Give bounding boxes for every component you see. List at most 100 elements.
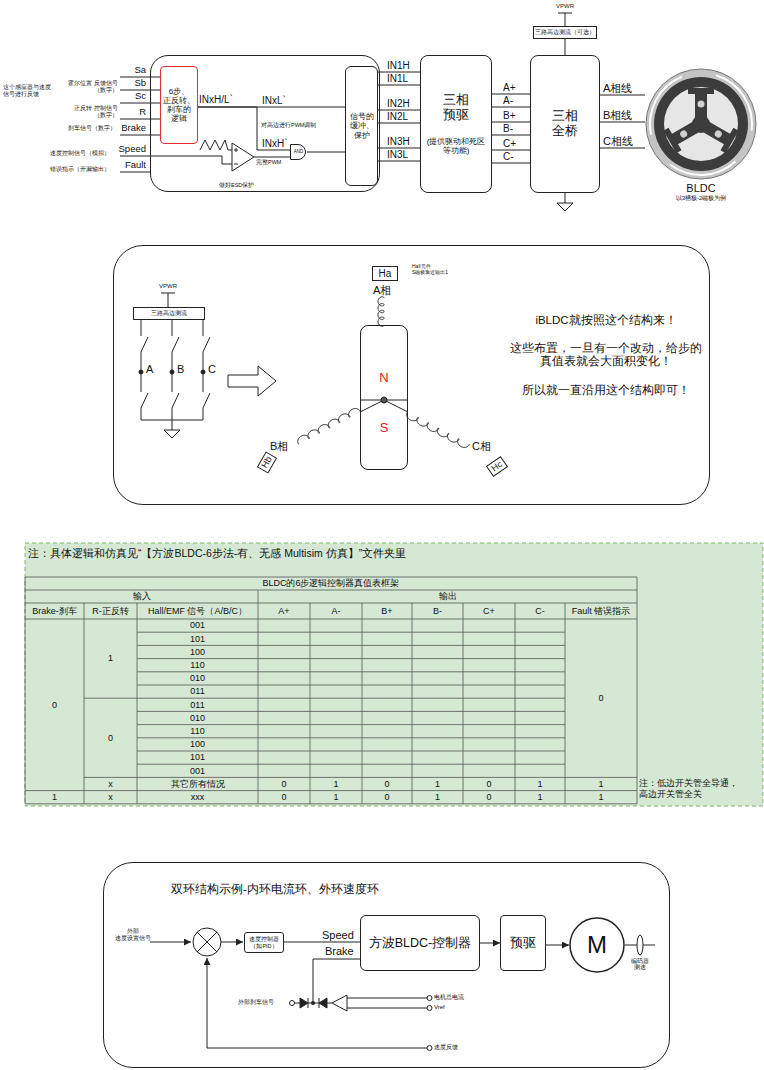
table-cell: 1	[598, 792, 603, 802]
label-wrap: 其它所有情况	[137, 777, 258, 790]
table-grid	[84, 603, 85, 804]
table-cell: C+	[483, 606, 495, 616]
text-wrap: 做好ESD保护	[219, 182, 254, 188]
table-cell: 1	[108, 653, 113, 663]
table-cell: 0	[384, 792, 389, 802]
text-wrap: Hb	[260, 455, 275, 470]
coil-winding	[407, 412, 469, 447]
table-cell: 1	[52, 792, 57, 802]
table-cell: 0	[281, 792, 286, 802]
label-wrap: 0	[84, 698, 137, 777]
rotor-detail	[360, 397, 408, 412]
connector	[565, 39, 566, 55]
signal-label: A相线	[603, 82, 632, 95]
table-cell: x	[108, 792, 113, 802]
connector	[284, 942, 360, 943]
node-text: M	[587, 931, 607, 959]
node-text: Hc	[490, 459, 505, 474]
note-panel: iBLDC就按照这个结构来！这些布置，一旦有一个改动，给步的 真值表就会大面积变…	[113, 245, 710, 505]
table-grid	[412, 603, 413, 804]
table-cell: 101	[190, 634, 205, 644]
node-text: 三相 预驱	[441, 93, 471, 123]
predriver-box: 预驱	[500, 915, 546, 971]
connector	[600, 122, 645, 123]
and-gate: AND	[290, 144, 307, 160]
label-wrap: C-	[503, 151, 514, 163]
label-wrap: INxL`	[262, 95, 286, 107]
terminal-pin	[427, 996, 432, 1001]
label-wrap: A-	[310, 603, 362, 619]
signal-label: C相线	[603, 135, 633, 148]
table-cell: 100	[190, 739, 205, 749]
table-cell: x	[108, 779, 113, 789]
bldc-motor-outline	[664, 87, 738, 161]
label-wrap: VPWR	[153, 283, 183, 290]
signal-label: C+	[503, 138, 516, 150]
text-wrap: 以3槽极-2磁极为例	[676, 195, 727, 202]
label-wrap: 输入	[25, 590, 258, 603]
table-grid	[137, 603, 138, 804]
ground-symbol	[164, 193, 573, 438]
node-text: Hb	[260, 455, 275, 470]
label-wrap: 对高边进行PWM调制	[261, 122, 316, 128]
label-wrap: A相线	[603, 82, 632, 95]
node-text: 6步、 正反转、 刹车的 逻辑	[163, 87, 195, 124]
table-grid	[25, 619, 637, 620]
label-wrap: Speed	[322, 929, 354, 942]
label-wrap: 1	[565, 791, 637, 804]
coil-winding	[378, 297, 384, 326]
label-wrap: A-	[503, 95, 513, 107]
label-wrap: A+	[503, 82, 516, 94]
text-wrap: 速度控制器 （如PID）	[245, 936, 283, 949]
table-cell: 0	[384, 779, 389, 789]
label-wrap: C相线	[603, 135, 633, 148]
node-text: BLDC	[686, 182, 715, 195]
connector	[378, 85, 420, 86]
sawtooth-symbol	[200, 140, 232, 150]
label-wrap: VPWR	[550, 3, 580, 10]
signal-label: A-	[503, 95, 513, 107]
label-wrap: IN1H	[387, 60, 410, 72]
bldc-motor-outline	[654, 77, 748, 171]
label-wrap: 011	[137, 685, 258, 698]
label-wrap: 错误指示（开漏输出）	[46, 166, 110, 173]
annotation-label: 外部刹车信号	[238, 999, 274, 1006]
bldc-motor-outline	[645, 68, 757, 180]
table-grid	[137, 645, 565, 646]
signal-label: IN1L	[387, 73, 408, 85]
annotation-label: 电机总电流	[434, 994, 464, 1001]
label-wrap: IN3H	[387, 136, 410, 148]
label-wrap: Brake	[100, 123, 146, 134]
annotation-label: 完整PWM	[256, 159, 281, 165]
table-cell: 001	[190, 620, 205, 630]
table-grid	[137, 685, 565, 686]
node-text: iBLDC就按照这个结构来！	[506, 314, 706, 327]
label-wrap: 编码器 测速	[629, 958, 651, 971]
signal-label: C-	[503, 151, 514, 163]
label-wrap: 1	[565, 777, 637, 790]
label-wrap: 速度控制信号（模拟）	[46, 150, 110, 157]
label-wrap: 101	[137, 751, 258, 764]
table-cell: 1	[537, 779, 542, 789]
node-text: Ha	[379, 268, 392, 280]
node-text: 预驱	[510, 936, 536, 950]
bldc-motor-outline	[646, 69, 756, 179]
label-wrap: 电机总电流	[434, 994, 464, 1001]
text-wrap: 双环结构示例-内环电流环、外环速度环	[171, 883, 379, 896]
label-wrap: Vref	[434, 1004, 445, 1011]
text-wrap: iBLDC就按照这个结构来！	[506, 314, 706, 327]
annotation-label: R	[100, 107, 146, 118]
table-grid	[25, 577, 637, 578]
label-wrap: Sa	[100, 65, 146, 76]
label-wrap: 010	[137, 711, 258, 724]
bldc-motor-outline	[679, 129, 689, 139]
text-wrap: 所以就一直沿用这个结构即可！	[506, 384, 706, 397]
connector	[378, 110, 420, 111]
signal-label: INxH`	[262, 138, 288, 150]
label-wrap: IN2H	[387, 98, 410, 110]
table-grid	[463, 603, 464, 804]
label-wrap: B	[177, 363, 184, 376]
hall-sensor: Hb	[257, 451, 277, 473]
table-cell: 0	[486, 779, 491, 789]
buffer-box: 信号的 缓冲、 保护	[345, 66, 378, 186]
